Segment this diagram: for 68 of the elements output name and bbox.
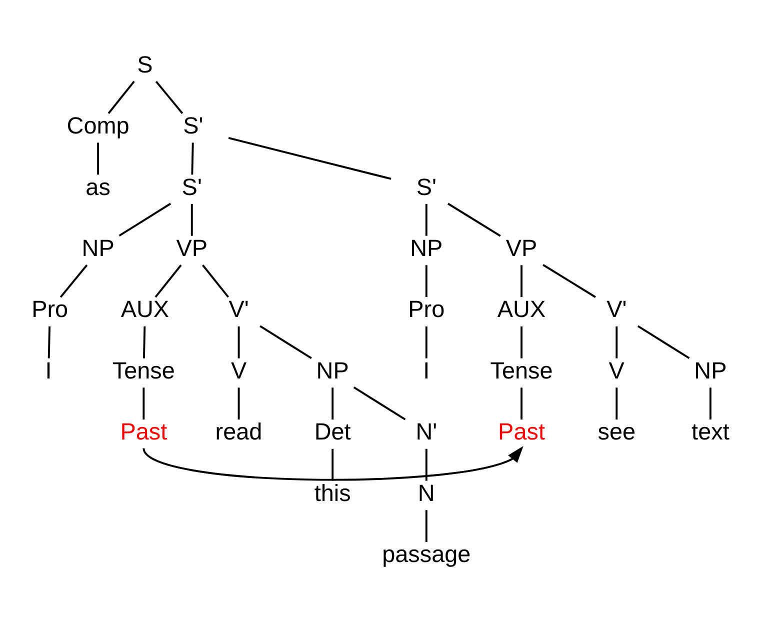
connector [425, 448, 428, 481]
connector [190, 204, 193, 236]
arrow [142, 446, 524, 481]
node-text: see [598, 418, 636, 445]
node-text: Pro [408, 296, 445, 322]
connector [228, 137, 392, 180]
connector [142, 388, 145, 420]
node-text: text [692, 418, 730, 445]
connector [353, 386, 406, 420]
connector [520, 265, 522, 298]
node-text: NP [694, 357, 727, 384]
node-text: NP [82, 234, 114, 261]
connector [108, 80, 135, 114]
connector [48, 326, 51, 358]
connector [142, 326, 146, 358]
node-text: Tense [112, 357, 175, 384]
node-text: AUX [497, 296, 546, 322]
connector [238, 326, 240, 358]
connector [191, 142, 194, 175]
connector [520, 326, 522, 358]
node-text: N' [416, 418, 438, 445]
node-text: passage [382, 541, 471, 568]
node-text: Pro [32, 296, 68, 322]
node-text: NP [316, 357, 349, 384]
connector [709, 388, 712, 420]
node-text: Past [120, 418, 168, 445]
connector [425, 204, 428, 236]
connector [155, 80, 184, 114]
connector [238, 388, 240, 420]
connector [60, 264, 88, 298]
node-text: V [608, 357, 624, 384]
node-text: Comp [66, 112, 130, 139]
connector [260, 325, 312, 360]
connector [97, 142, 100, 175]
node-text: Tense [490, 357, 553, 384]
connector [118, 202, 172, 237]
node-text: Past [498, 418, 545, 445]
connector [202, 264, 230, 298]
node-text: I [423, 357, 430, 384]
node-text: as [86, 174, 110, 200]
connector [520, 388, 522, 420]
connector [637, 325, 690, 360]
connector [616, 388, 618, 420]
node-text: V' [606, 296, 627, 322]
node-text: this [314, 480, 351, 506]
node-text: S' [183, 112, 204, 139]
node-text: S' [416, 174, 436, 200]
node-text: VP [176, 234, 208, 261]
node-text: S [137, 51, 153, 78]
connector [425, 265, 428, 298]
node-text: V' [228, 296, 249, 322]
connector [425, 326, 428, 358]
connector [332, 388, 334, 420]
connector [542, 264, 596, 298]
connector [154, 264, 182, 298]
node-text: S' [182, 174, 202, 200]
node-text: N [418, 480, 435, 506]
connector [616, 326, 618, 358]
node-text: Det [314, 418, 351, 445]
connector [425, 510, 428, 542]
node-text: NP [410, 234, 443, 261]
node-text: AUX [120, 296, 170, 322]
node-text: I [45, 357, 52, 384]
connector [447, 202, 501, 237]
node-text: read [215, 418, 262, 445]
connector [332, 448, 334, 481]
node-text: V [230, 357, 247, 384]
node-text: VP [506, 234, 538, 261]
